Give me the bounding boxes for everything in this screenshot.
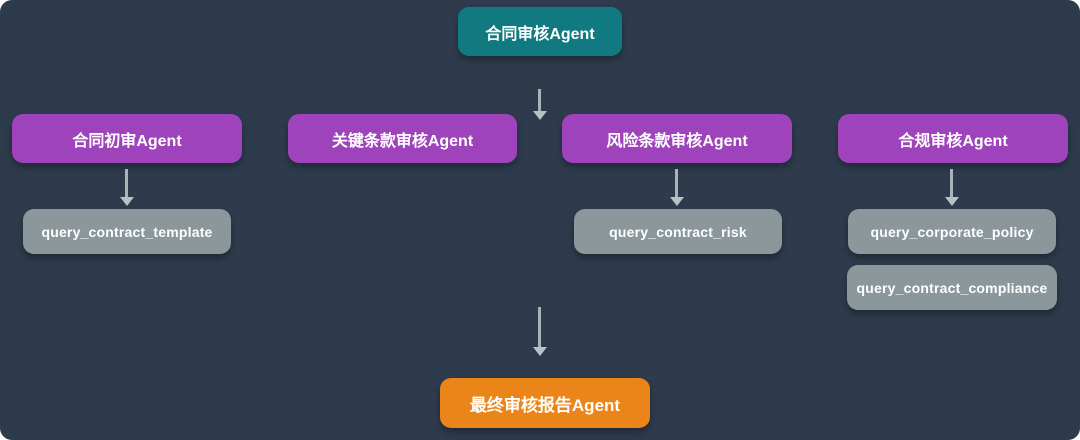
arrow-head-icon [532,347,547,356]
arrow-head-icon [944,197,959,206]
arrow-risk-review-to-tool [669,169,684,206]
arrow-line [538,307,541,347]
arrow-initial-review-to-tool [119,169,134,206]
arrow-compliance-review-to-tool [944,169,959,206]
tool-node-query-contract-template: query_contract_template [23,209,231,254]
arrow-line [538,89,541,111]
root-agent-node: 合同审核Agent [458,7,622,56]
arrow-line [125,169,128,197]
arrow-head-icon [669,197,684,206]
agent-node-risk-clause-review: 风险条款审核Agent [562,114,792,163]
arrow-head-icon [532,111,547,120]
arrow-agents-to-final [532,307,547,356]
tool-node-query-contract-risk: query_contract_risk [574,209,782,254]
agent-node-compliance-review: 合规审核Agent [838,114,1068,163]
arrow-root-to-agents [532,89,547,120]
arrow-line [950,169,953,197]
tool-node-query-corporate-policy: query_corporate_policy [848,209,1056,254]
tool-node-query-contract-compliance: query_contract_compliance [847,265,1057,310]
agent-node-key-clause-review: 关键条款审核Agent [288,114,517,163]
arrow-line [675,169,678,197]
arrow-head-icon [119,197,134,206]
agent-node-contract-initial-review: 合同初审Agent [12,114,242,163]
final-report-agent-node: 最终审核报告Agent [440,378,650,428]
